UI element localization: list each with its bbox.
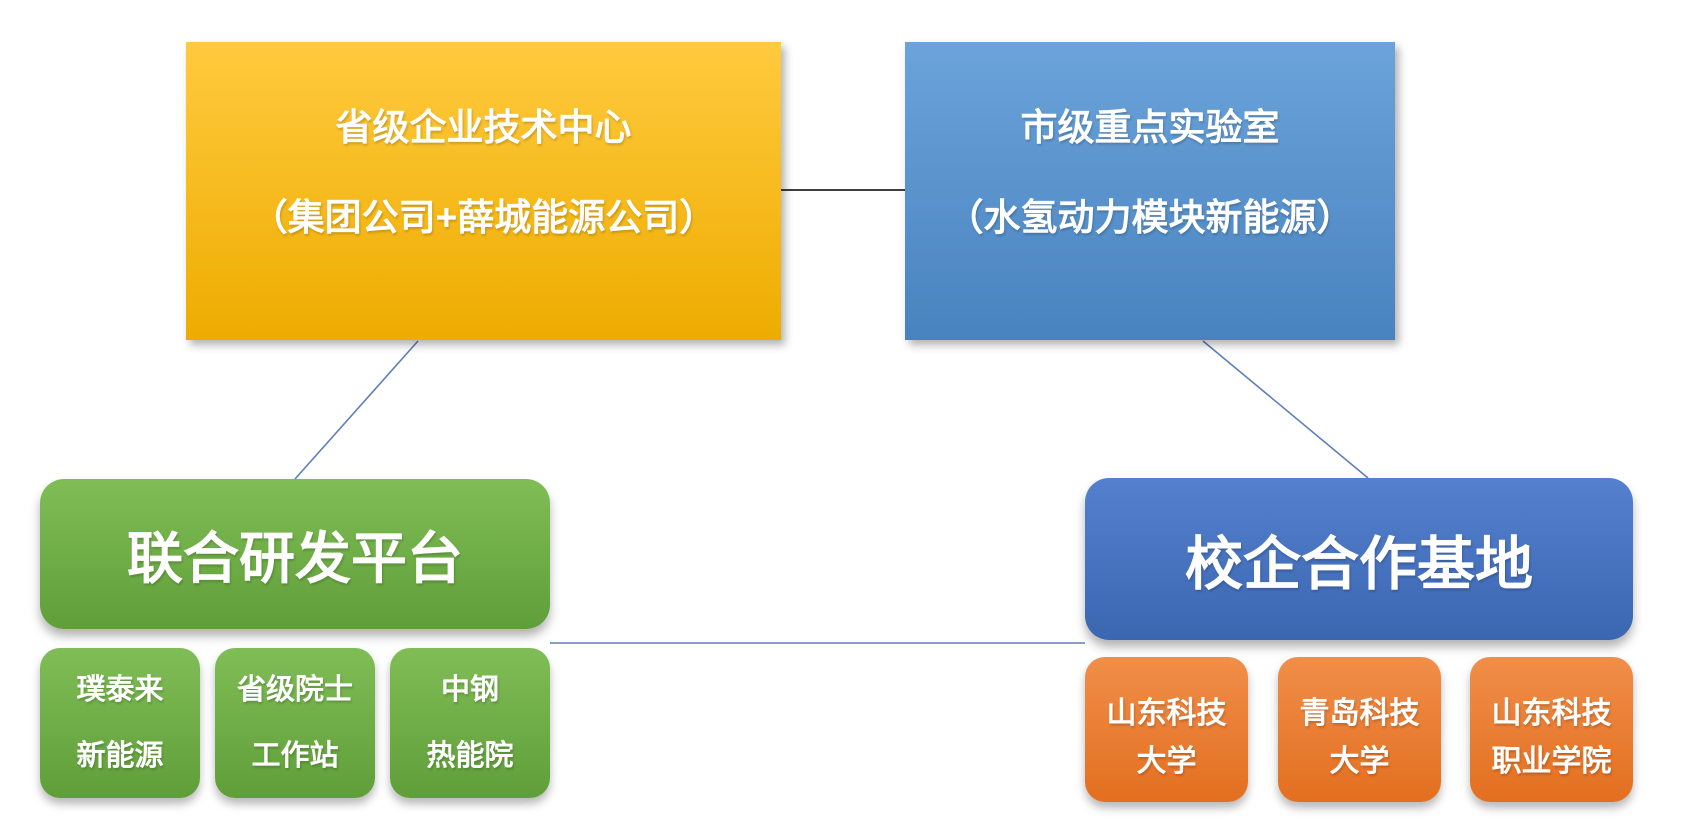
- school-line2: 职业学院: [1491, 744, 1612, 778]
- school-line1: 山东科技: [1106, 696, 1227, 730]
- school-enterprise-base-label: 校企合作基地: [1184, 532, 1533, 597]
- node-qingdao-univ-sci-tech: 青岛科技 大学: [1278, 657, 1441, 802]
- node-putailai-new-energy: 璞泰来 新能源: [40, 648, 200, 798]
- key-lab-title: 市级重点实验室: [1020, 107, 1280, 148]
- tech-center-subtitle: （集团公司+薛城能源公司）: [250, 197, 717, 238]
- school-line2: 大学: [1136, 744, 1197, 778]
- tech-center-title: 省级企业技术中心: [335, 107, 632, 148]
- node-shandong-vocational-college: 山东科技 职业学院: [1470, 657, 1633, 802]
- node-school-enterprise-base: 校企合作基地: [1085, 478, 1633, 640]
- rd-partner-line2: 工作站: [251, 740, 339, 772]
- node-provincial-tech-center: 省级企业技术中心 （集团公司+薛城能源公司）: [186, 42, 781, 340]
- connector-techcenter-platform: [294, 340, 419, 480]
- node-academician-workstation: 省级院士 工作站: [215, 648, 375, 798]
- key-lab-subtitle: （水氢动力模块新能源）: [946, 197, 1354, 238]
- school-line1: 山东科技: [1491, 696, 1612, 730]
- rd-partner-line1: 省级院士: [236, 674, 353, 706]
- rd-partner-line2: 新能源: [76, 740, 164, 772]
- rd-partner-line1: 璞泰来: [76, 674, 164, 706]
- connector-keylab-base: [1202, 340, 1369, 479]
- school-line1: 青岛科技: [1299, 696, 1420, 730]
- rd-partner-line1: 中钢: [440, 674, 499, 706]
- node-shandong-univ-sci-tech: 山东科技 大学: [1085, 657, 1248, 802]
- node-joint-rd-platform: 联合研发平台: [40, 479, 550, 629]
- node-sinosteel-thermal-institute: 中钢 热能院: [390, 648, 550, 798]
- school-line2: 大学: [1329, 744, 1390, 778]
- joint-rd-platform-label: 联合研发平台: [127, 526, 463, 590]
- node-city-key-lab: 市级重点实验室 （水氢动力模块新能源）: [905, 42, 1395, 340]
- rd-partner-line2: 热能院: [426, 740, 514, 772]
